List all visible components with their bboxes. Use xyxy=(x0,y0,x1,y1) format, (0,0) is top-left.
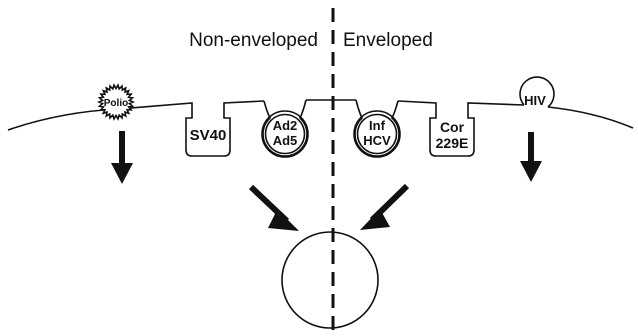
endosome xyxy=(281,231,379,329)
inf-coated-pit: Inf HCV xyxy=(353,99,401,158)
enveloped-header: Enveloped xyxy=(343,30,433,51)
ad-label-line2: Ad5 xyxy=(273,133,298,148)
ad-coated-pit: Ad2 Ad5 xyxy=(261,99,309,158)
plasma-membrane xyxy=(7,99,634,157)
hiv-virion: HIV xyxy=(519,76,555,108)
cor-label-line1: Cor xyxy=(440,119,465,135)
sv40-label: SV40 xyxy=(190,127,227,144)
hiv-entry-arrow xyxy=(520,132,542,182)
non-enveloped-header: Non-enveloped xyxy=(189,30,318,51)
hiv-label: HIV xyxy=(524,93,546,108)
polio-label: Polio xyxy=(104,98,128,109)
cor-label-line2: 229E xyxy=(436,135,469,151)
ad-label-line1: Ad2 xyxy=(273,118,298,133)
polio-entry-arrow xyxy=(111,131,133,184)
left-diagonal-arrow xyxy=(248,184,299,231)
inf-label-line2: HCV xyxy=(363,133,391,148)
right-diagonal-arrow xyxy=(360,183,410,230)
polio-virion: Polio xyxy=(97,83,135,121)
inf-label-line1: Inf xyxy=(369,118,386,133)
